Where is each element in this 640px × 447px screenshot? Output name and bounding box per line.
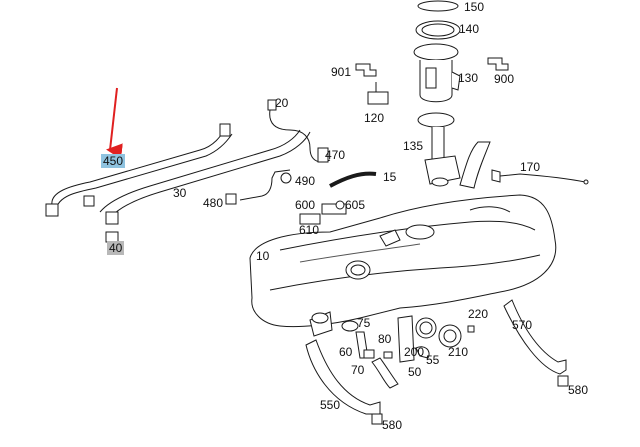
label-900: 900: [494, 72, 515, 86]
small-parts: [299, 57, 509, 225]
fuel-tank: [249, 194, 557, 337]
label-20: 20: [275, 96, 289, 110]
label-480: 480: [203, 196, 224, 210]
label-30: 30: [173, 186, 187, 200]
label-60: 60: [339, 345, 353, 359]
fuel-pump-module: [413, 0, 461, 187]
tank-straps: [305, 299, 569, 425]
label-570: 570: [512, 318, 533, 332]
filler-neck: [459, 141, 589, 189]
label-15: 15: [383, 170, 397, 184]
label-40: 40: [107, 241, 125, 255]
label-490: 490: [295, 174, 316, 188]
label-55: 55: [426, 353, 440, 367]
line-connectors: [45, 99, 329, 243]
label-80: 80: [378, 332, 392, 346]
label-901: 901: [331, 65, 352, 79]
label-70: 70: [351, 363, 365, 377]
label-50: 50: [408, 365, 422, 379]
label-580-right: 580: [568, 383, 589, 397]
label-580-bottom: 580: [382, 418, 403, 432]
label-450: 450: [101, 154, 126, 168]
label-120: 120: [364, 111, 385, 125]
label-75: 75: [357, 316, 371, 330]
label-470: 470: [325, 148, 346, 162]
label-550: 550: [320, 398, 341, 412]
label-140: 140: [459, 22, 480, 36]
label-130: 130: [458, 71, 479, 85]
label-210: 210: [448, 345, 469, 359]
label-610: 610: [299, 223, 320, 237]
label-220: 220: [468, 307, 489, 321]
pointer-arrow: [106, 87, 123, 160]
label-200: 200: [404, 345, 425, 359]
label-170: 170: [520, 160, 541, 174]
label-600: 600: [295, 198, 316, 212]
label-10: 10: [256, 249, 270, 263]
label-150: 150: [464, 0, 485, 14]
label-135: 135: [403, 139, 424, 153]
label-605: 605: [345, 198, 366, 212]
hoses-and-caps: [341, 315, 475, 389]
